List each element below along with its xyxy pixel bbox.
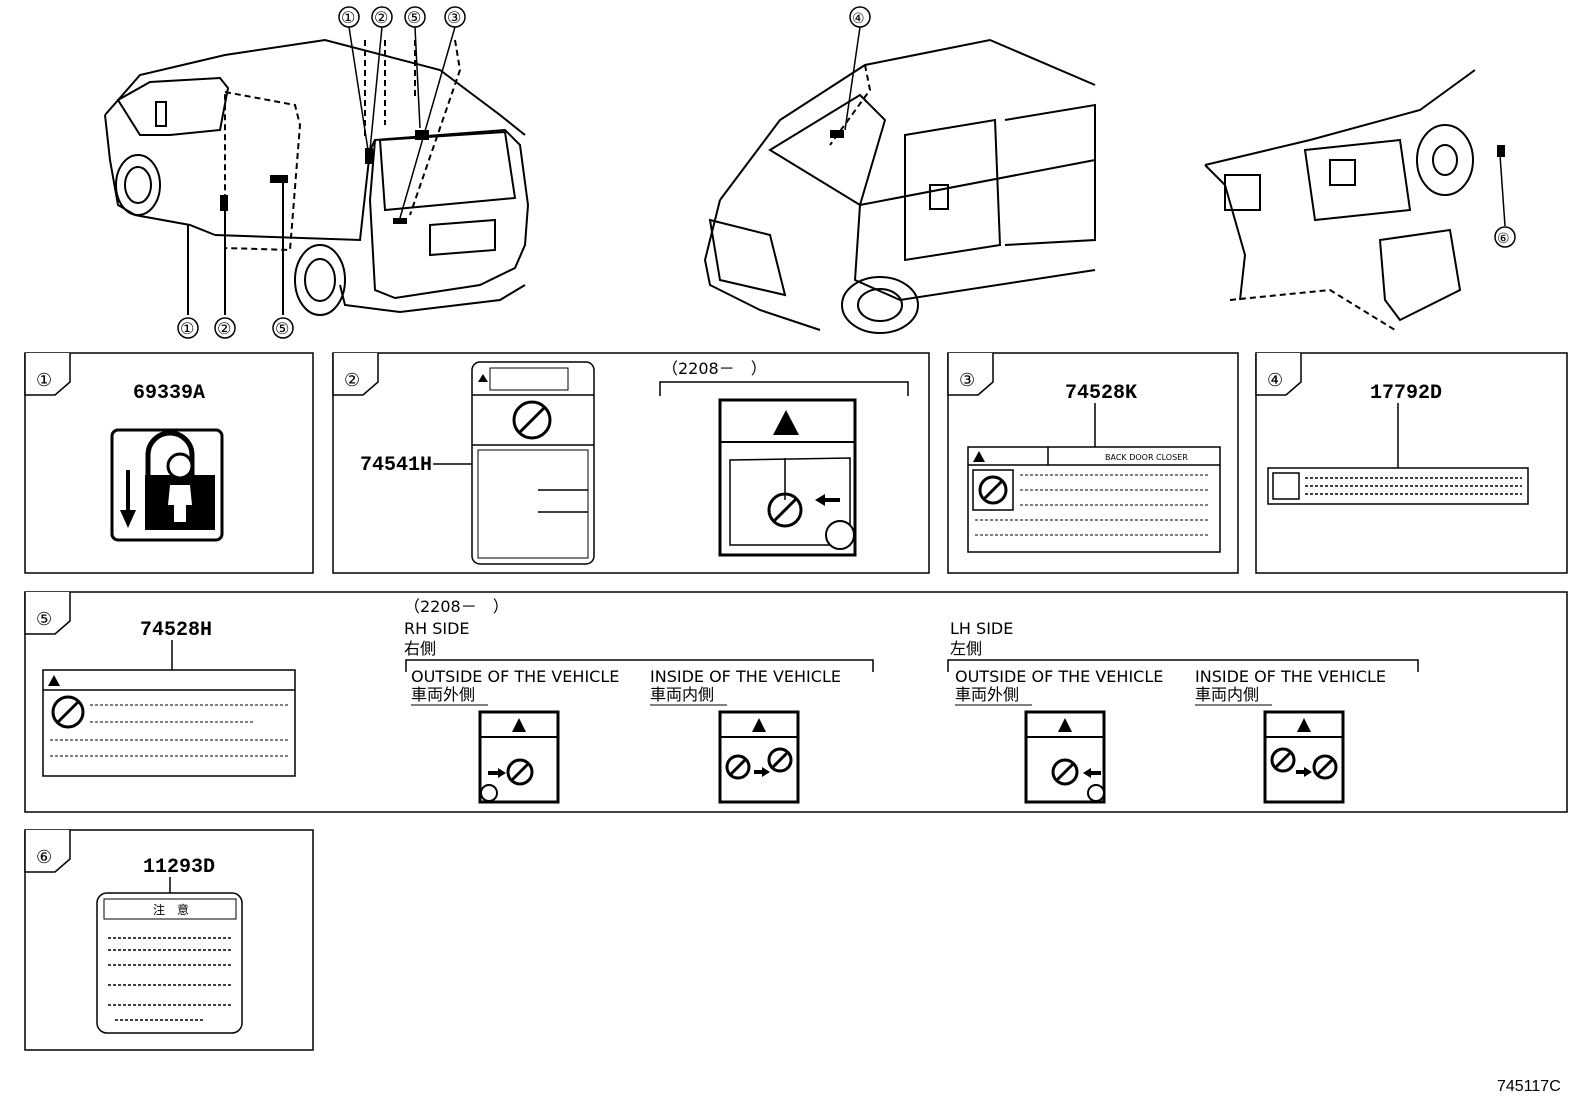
panel-6-part-number: 11293D <box>143 856 215 879</box>
vehicle-front-illustration <box>703 26 1096 334</box>
slide-door-warning-label <box>718 398 857 557</box>
arrow-right-icon <box>1296 767 1312 777</box>
label-11293d <box>96 892 243 1034</box>
warning-triangle-icon <box>773 410 799 435</box>
small-warning-label-rh-outside <box>478 710 560 804</box>
callout-rear-3-top: ③ <box>447 8 461 27</box>
panel-5-date-range: （2208－ ） <box>404 597 509 616</box>
vehicle-rear-label-marks <box>220 130 429 224</box>
no-hand-icon <box>512 400 552 440</box>
panel-3-number: ③ <box>959 370 975 391</box>
no-hand-door-icon <box>767 492 803 528</box>
panel-4-number: ④ <box>1267 370 1283 391</box>
label-11293d-caution: 注 意 <box>153 902 189 917</box>
rh-side-label-jp: 右側 <box>404 639 436 658</box>
panel-2-number: ② <box>344 370 360 391</box>
panel-1-number: ① <box>36 370 52 391</box>
child-lock-label <box>110 428 224 542</box>
vehicle-dash-illustration <box>1204 69 1506 331</box>
lh-inside-label: INSIDE OF THE VEHICLE <box>1195 667 1386 686</box>
diagram-reference-number: 745117C <box>1497 1078 1561 1095</box>
callout-rear-1-top: ① <box>341 8 355 27</box>
small-warning-label-lh-inside <box>1263 710 1345 804</box>
arrow-right-icon <box>488 768 506 778</box>
callout-dash-6-circle <box>1494 226 1516 248</box>
no-hand-icon <box>1051 758 1079 786</box>
callout-rear-2-bottom: ② <box>217 319 231 338</box>
warning-triangle-icon <box>512 718 526 732</box>
vehicle-dash-label-mark <box>1497 145 1505 157</box>
rh-outside-label-jp: 車両外側 <box>411 685 475 704</box>
rh-outside-label: OUTSIDE OF THE VEHICLE <box>411 667 619 686</box>
callout-rear-5-bottom: ⑤ <box>275 319 289 338</box>
warning-triangle-icon-74528k <box>973 451 985 462</box>
arrow-right-icon <box>754 767 770 777</box>
callout-front-4-circle <box>849 6 871 28</box>
warning-triangle-icon <box>752 718 766 732</box>
callout-front-4: ④ <box>852 11 865 27</box>
panel-frames <box>24 352 1568 1051</box>
callout-rear-leaders <box>348 26 456 219</box>
arrow-left-icon <box>1083 768 1101 778</box>
rh-inside-label: INSIDE OF THE VEHICLE <box>650 667 841 686</box>
warning-triangle-icon <box>1297 718 1311 732</box>
arrow-left-icon <box>815 494 840 506</box>
panel-tabs <box>24 353 1302 873</box>
small-warning-label-lh-outside <box>1024 710 1106 804</box>
warning-triangle-icon-74528h <box>48 675 60 686</box>
lh-side-label: LH SIDE <box>950 619 1013 638</box>
vehicle-front-label-mark <box>830 130 844 138</box>
label-74528k-heading: BACK DOOR CLOSER <box>1105 453 1188 462</box>
panel-2-part-number: 74541H <box>360 454 432 477</box>
panel-4-part-number: 17792D <box>1370 382 1442 405</box>
rh-side-label: RH SIDE <box>404 619 470 638</box>
vehicle-rear-illustration <box>104 38 530 316</box>
no-hand-icon <box>767 747 793 773</box>
child-head-icon <box>166 452 194 480</box>
lh-inside-label-jp: 車両内側 <box>1195 685 1259 704</box>
rh-inside-label-jp: 車両内側 <box>650 685 714 704</box>
callout-rear-2-top: ② <box>374 8 388 27</box>
label-74541h <box>471 361 595 565</box>
label-74528h <box>42 669 296 777</box>
warning-triangle-icon <box>1058 718 1072 732</box>
callout-rear-1-bottom: ① <box>180 319 194 338</box>
no-hand-icon <box>1312 754 1338 780</box>
panel-5-number: ⑤ <box>36 609 52 630</box>
child-body-icon <box>168 485 192 522</box>
lh-outside-label-jp: 車両外側 <box>955 685 1019 704</box>
lh-side-label-jp: 左側 <box>950 639 982 658</box>
label-74528k <box>967 446 1221 553</box>
no-hand-icon-74528k <box>978 475 1008 505</box>
no-hand-icon <box>1270 747 1296 773</box>
child-lock-shackle-icon <box>145 430 195 478</box>
panel-2-date-range: （2208－ ） <box>662 359 767 378</box>
panel-1-part-number: 69339A <box>133 382 205 405</box>
lh-outside-label: OUTSIDE OF THE VEHICLE <box>955 667 1163 686</box>
panel-5-part-number: 74528H <box>140 619 212 642</box>
panel-6-number: ⑥ <box>36 847 52 868</box>
panel-3-part-number: 74528K <box>1065 382 1137 405</box>
no-hand-icon <box>506 758 534 786</box>
warning-triangle-icon-74541h <box>478 374 488 382</box>
no-hand-icon <box>725 754 751 780</box>
label-17792d <box>1267 467 1529 505</box>
no-hand-icon-74528h <box>51 695 85 729</box>
callout-dash-6: ⑥ <box>1497 231 1510 247</box>
small-warning-label-rh-inside <box>718 710 800 804</box>
arrow-down-icon <box>120 510 136 528</box>
callout-rear-5-top: ⑤ <box>407 8 421 27</box>
